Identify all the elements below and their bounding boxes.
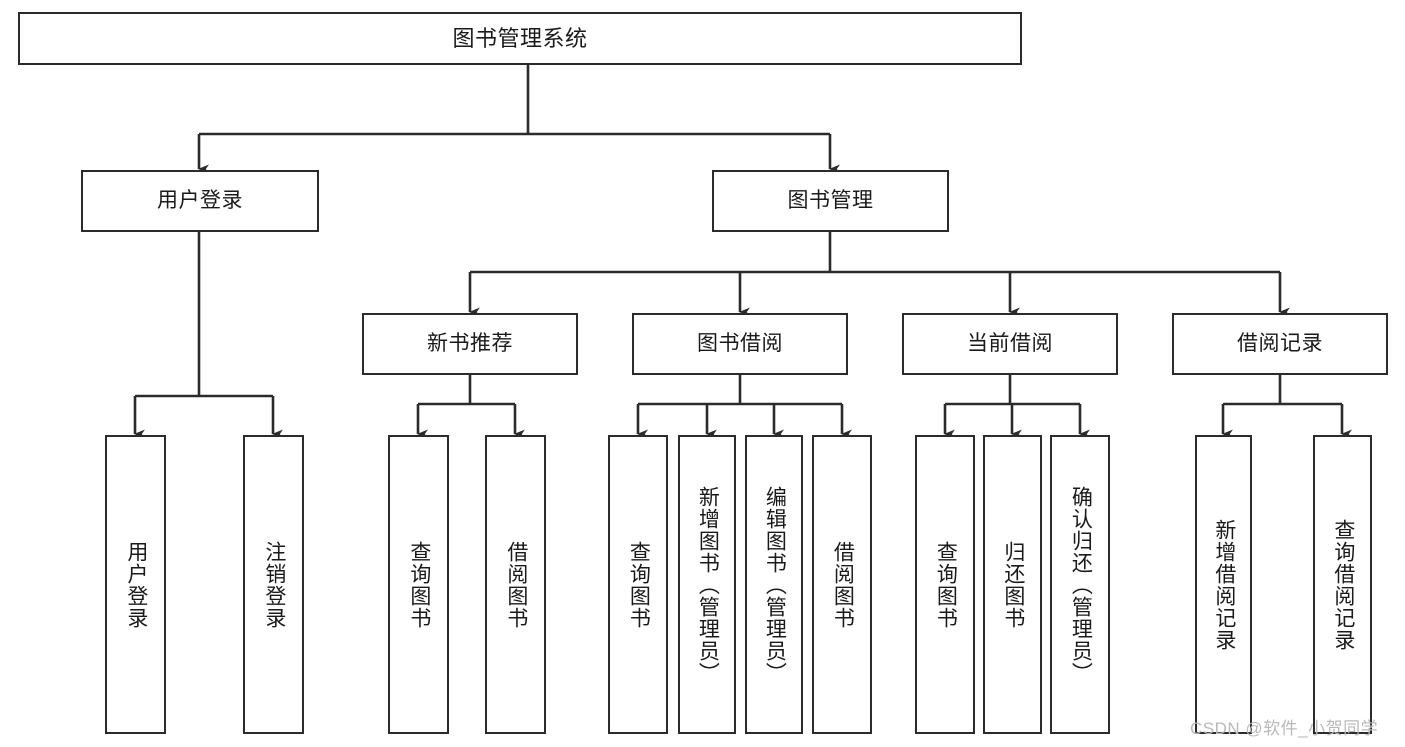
leaf-box-12[interactable]: 查询借阅记录 [1313, 435, 1372, 734]
level3-box-3[interactable]: 借阅记录 [1172, 313, 1388, 375]
level2-label-1: 图书管理 [787, 188, 874, 212]
leaf-box-5[interactable]: 新增图书（管理员） [678, 435, 736, 734]
level3-label-2: 当前借阅 [967, 331, 1053, 355]
level3-label-1: 图书借阅 [697, 331, 783, 355]
leaf-label-8: 查询图书 [934, 540, 958, 629]
leaf-label-5: 新增图书（管理员） [696, 485, 720, 684]
leaf-box-11[interactable]: 新增借阅记录 [1195, 435, 1252, 734]
leaf-label-1: 注销登录 [262, 540, 286, 629]
leaf-label-11: 新增借阅记录 [1212, 518, 1236, 651]
level2-box-0[interactable]: 用户登录 [81, 170, 319, 232]
root-label-0: 图书管理系统 [452, 25, 588, 51]
leaf-box-10[interactable]: 确认归还（管理员） [1050, 435, 1110, 734]
leaf-box-9[interactable]: 归还图书 [983, 435, 1042, 734]
leaf-label-9: 归还图书 [1001, 540, 1025, 629]
leaf-box-8[interactable]: 查询图书 [915, 435, 975, 734]
level3-box-2[interactable]: 当前借阅 [902, 313, 1118, 375]
leaf-box-6[interactable]: 编辑图书（管理员） [745, 435, 803, 734]
leaf-label-4: 查询图书 [627, 540, 651, 629]
level3-label-0: 新书推荐 [427, 331, 513, 355]
leaf-label-3: 借阅图书 [504, 540, 528, 629]
leaf-label-7: 借阅图书 [831, 540, 855, 629]
leaf-label-6: 编辑图书（管理员） [763, 485, 787, 684]
level3-label-3: 借阅记录 [1237, 331, 1323, 355]
level3-box-0[interactable]: 新书推荐 [362, 313, 578, 375]
leaf-box-1[interactable]: 注销登录 [243, 435, 304, 734]
leaf-label-10: 确认归还（管理员） [1069, 485, 1093, 684]
leaf-label-2: 查询图书 [407, 540, 431, 629]
root-box-0[interactable]: 图书管理系统 [18, 12, 1022, 65]
leaf-box-3[interactable]: 借阅图书 [485, 435, 546, 734]
level3-box-1[interactable]: 图书借阅 [632, 313, 848, 375]
leaf-label-0: 用户登录 [124, 540, 148, 629]
level2-label-0: 用户登录 [157, 188, 243, 212]
leaf-box-0[interactable]: 用户登录 [105, 435, 166, 734]
leaf-label-12: 查询借阅记录 [1331, 518, 1355, 651]
leaf-box-4[interactable]: 查询图书 [608, 435, 668, 734]
level2-box-1[interactable]: 图书管理 [712, 170, 949, 232]
leaf-box-2[interactable]: 查询图书 [388, 435, 449, 734]
leaf-box-7[interactable]: 借阅图书 [812, 435, 872, 734]
